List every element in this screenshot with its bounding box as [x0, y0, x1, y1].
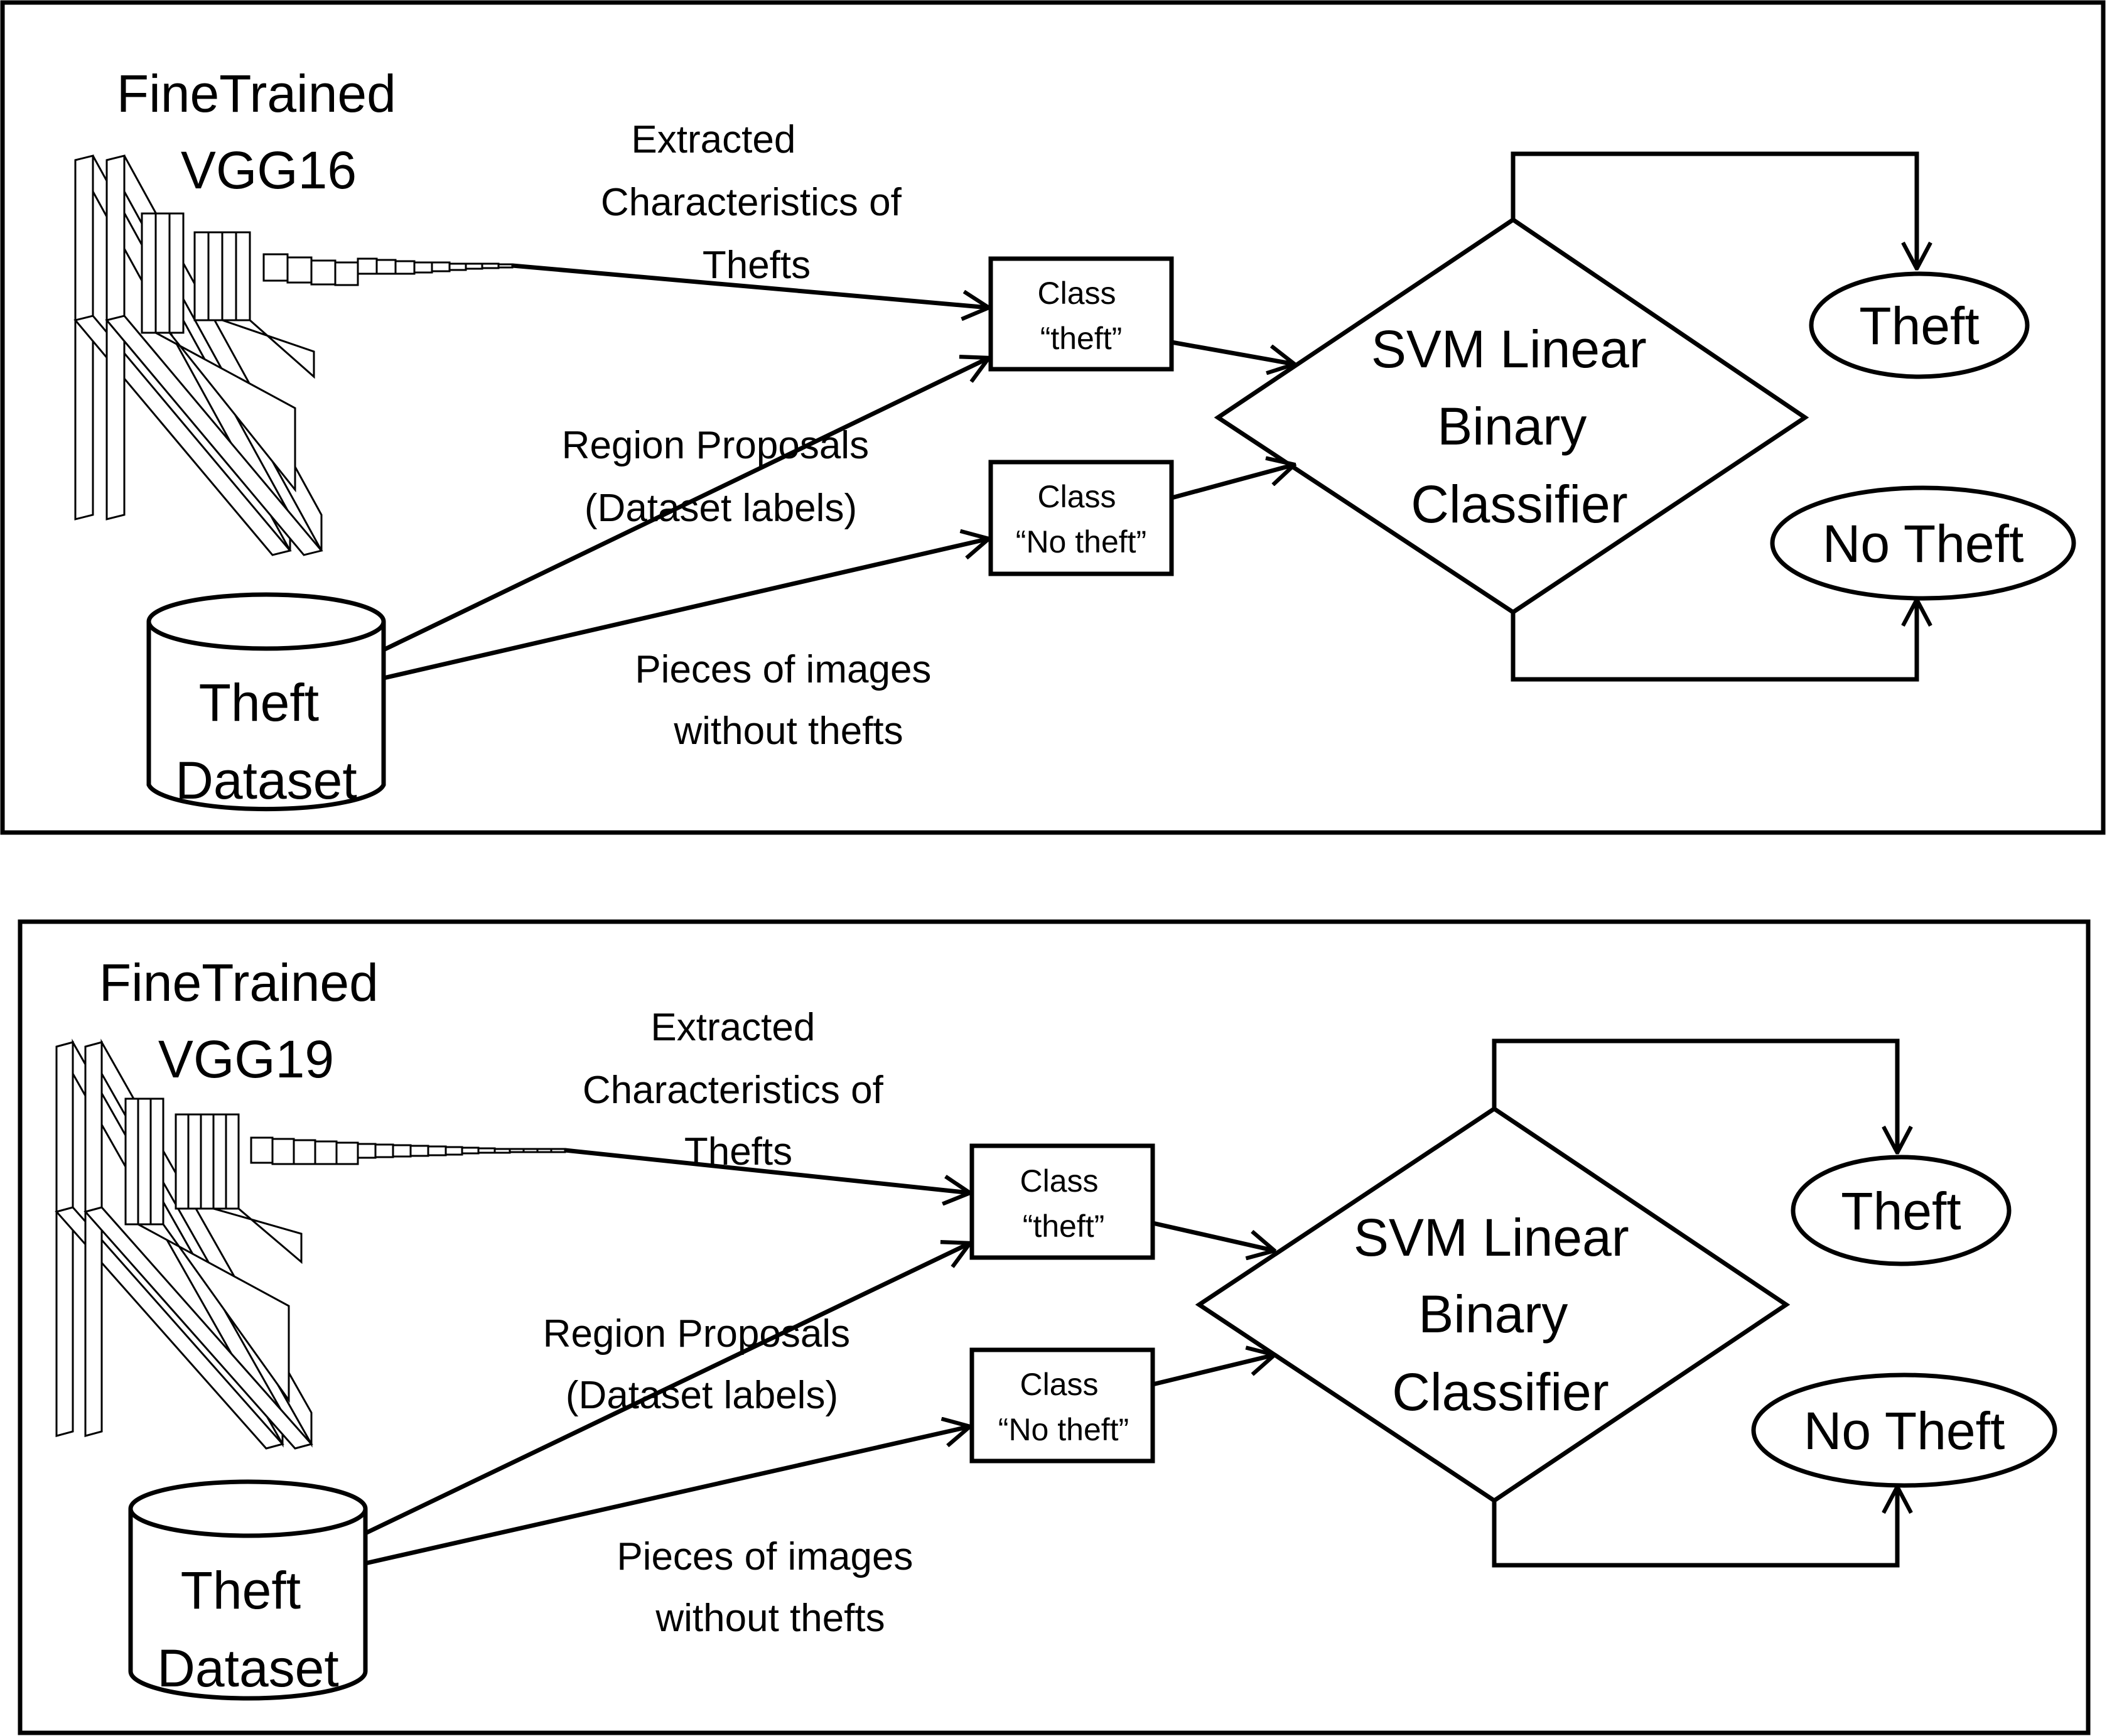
- vgg16-network-icon: [73, 154, 514, 556]
- region-proposals-label: Region Proposals (Dataset labels): [562, 424, 880, 530]
- dataset-to-class-no-theft-arrow: [365, 1426, 970, 1566]
- svg-text:Theft: Theft: [1841, 1182, 1961, 1241]
- svg-text:Class “No theft”: Class “No theft”: [998, 1367, 1129, 1447]
- svm-classifier-diamond: SVM Linear Binary Classifier: [1195, 1106, 1791, 1504]
- class-theft-to-svm-arrow: [1152, 1221, 1274, 1251]
- theft-dataset-cylinder: Theft Dataset: [146, 592, 386, 812]
- extracted-features-label: Extracted Characteristics of Thefts: [601, 118, 912, 287]
- network-title: FineTrained VGG16: [117, 64, 411, 200]
- network-title: FineTrained VGG19: [99, 953, 393, 1089]
- features-to-class-arrow: [512, 263, 989, 308]
- svg-text:Theft: Theft: [1859, 296, 1979, 355]
- dataset-label: Theft Dataset: [157, 1561, 339, 1698]
- panel-vgg16: FineTrained VGG16 Extracted Characterist…: [0, 0, 2106, 835]
- svg-text:No Theft: No Theft: [1804, 1401, 2005, 1460]
- class-theft-box: Class “theft”: [988, 256, 1174, 372]
- svg-text:SVM Linear Binary: SVM Linear Binary Classifier: [1371, 320, 1661, 534]
- svm-classifier-diamond: SVM Linear Binary Classifier: [1214, 217, 1809, 615]
- vgg19-network-icon: [55, 1038, 566, 1450]
- class-theft-to-svm-arrow: [1171, 340, 1295, 364]
- region-proposals-label: Region Proposals (Dataset labels): [543, 1312, 861, 1417]
- class-no-theft-box: Class “No theft”: [969, 1347, 1155, 1464]
- dataset-to-class-no-theft-arrow: [383, 539, 989, 681]
- class-no-theft-to-svm-arrow: [1171, 465, 1295, 500]
- features-to-class-arrow: [564, 1148, 970, 1193]
- extracted-features-label: Extracted Characteristics of Thefts: [583, 1006, 894, 1173]
- svg-text:SVM Linear Binary: SVM Linear Binary Classifier: [1354, 1208, 1644, 1421]
- panel-vgg19: FineTrained VGG19 Extracted Characterist…: [18, 919, 2091, 1735]
- class-no-theft-to-svm-arrow: [1152, 1355, 1274, 1387]
- image-pieces-label: Pieces of images without thefts: [617, 1535, 924, 1640]
- class-no-theft-box: Class “No theft”: [988, 460, 1174, 576]
- output-no-theft-ellipse: No Theft: [1751, 1372, 2057, 1488]
- class-theft-box: Class “theft”: [969, 1143, 1155, 1260]
- image-pieces-label: Pieces of images without thefts: [635, 648, 942, 753]
- dataset-label: Theft Dataset: [175, 673, 357, 810]
- dataset-to-class-theft-arrow: [382, 358, 989, 652]
- svm-to-theft-arrow: [1492, 1038, 1897, 1153]
- theft-dataset-cylinder: Theft Dataset: [128, 1479, 368, 1701]
- panel-frame: [0, 0, 2106, 835]
- svm-to-no-theft-arrow: [1511, 600, 1917, 682]
- dataset-to-class-theft-arrow: [364, 1243, 970, 1536]
- output-theft-ellipse: Theft: [1809, 271, 2030, 379]
- svm-to-no-theft-arrow: [1492, 1487, 1897, 1568]
- svg-text:Class “No theft”: Class “No theft”: [1016, 479, 1146, 559]
- output-theft-ellipse: Theft: [1791, 1155, 2012, 1266]
- svg-text:Class “theft”: Class “theft”: [1020, 1163, 1107, 1244]
- output-no-theft-ellipse: No Theft: [1770, 485, 2076, 601]
- svg-text:Class “theft”: Class “theft”: [1038, 276, 1125, 356]
- svm-to-theft-arrow: [1511, 151, 1917, 269]
- panel-frame: [18, 919, 2091, 1735]
- svg-text:No Theft: No Theft: [1823, 514, 2024, 573]
